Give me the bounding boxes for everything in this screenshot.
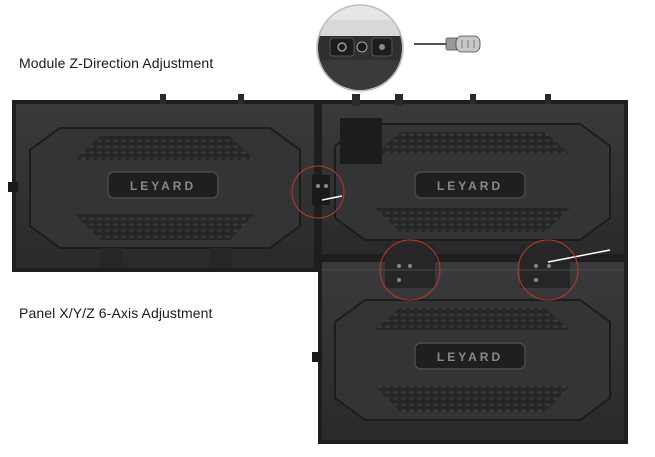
- led-panel-top-right: LEYARD: [318, 94, 628, 258]
- panel-logo: LEYARD: [437, 179, 503, 193]
- module-bracket: [312, 175, 611, 282]
- screwdriver-icon: [414, 35, 481, 53]
- led-panel-bottom-right: LEYARD: [312, 244, 628, 444]
- magnified-detail-icon: [316, 4, 404, 92]
- panel-xyz-caption: Panel X/Y/Z 6-Axis Adjustment: [19, 305, 213, 321]
- highlight-circle-panel-right: [517, 239, 579, 301]
- led-panel-left: LEYARD: [8, 94, 318, 272]
- highlight-circle-panel-left: [379, 239, 441, 301]
- highlight-circle-module: [291, 165, 345, 219]
- panel-logo: LEYARD: [437, 350, 503, 364]
- module-z-caption: Module Z-Direction Adjustment: [19, 55, 214, 71]
- panel-logo: LEYARD: [130, 179, 196, 193]
